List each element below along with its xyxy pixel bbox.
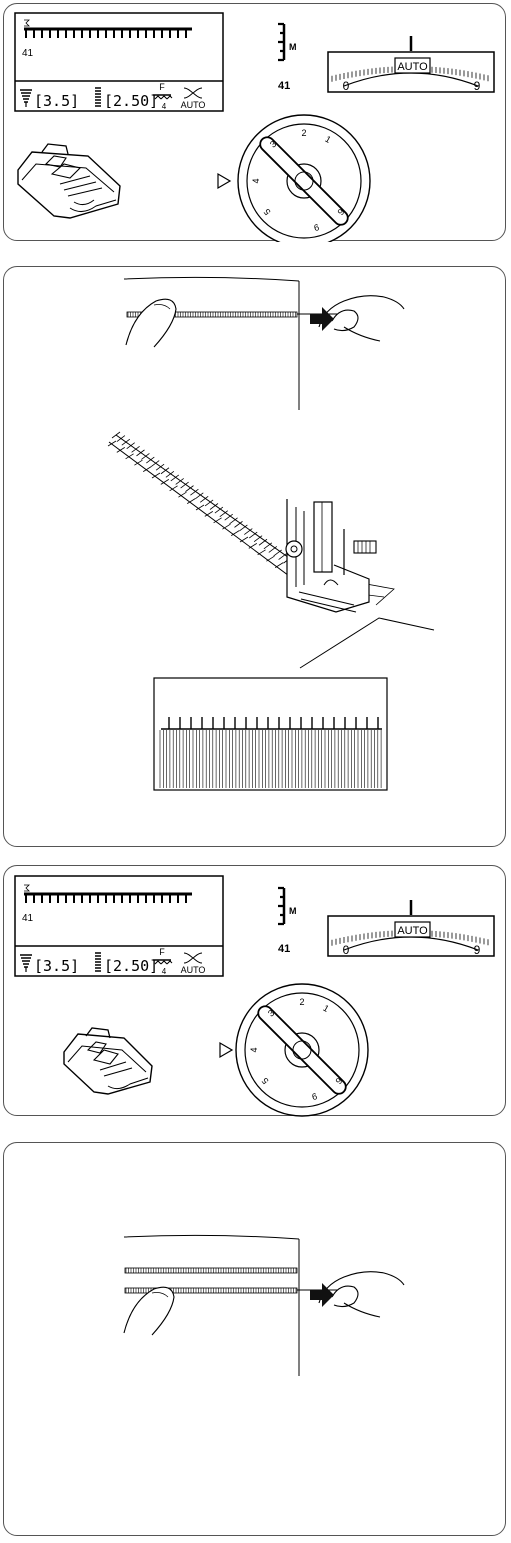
stitch-length-icon	[95, 87, 101, 107]
dial-number: 9	[311, 1091, 318, 1102]
left-hand-icon	[125, 298, 177, 348]
stitch-width-value: [3.5]	[34, 957, 79, 975]
presser-foot-icon	[63, 1027, 153, 1095]
lever-label: M	[289, 42, 297, 52]
dial-number: 9	[313, 222, 320, 233]
dial-number: 3	[268, 139, 278, 150]
tension-max: 9	[474, 943, 481, 957]
lever-number: 41	[278, 943, 290, 955]
thread-cutter-icon	[183, 952, 203, 964]
tension-label: AUTO	[397, 61, 428, 73]
lcd-display: 41 [3.5] [2.50] F 4 AUTO	[14, 875, 224, 977]
pattern-number: 41	[22, 48, 34, 59]
auto-label: AUTO	[181, 965, 206, 975]
lcd-display: 41 [3.5] [2.50] F 4 AUTO	[14, 12, 224, 112]
dial-number: 6	[335, 207, 346, 217]
double-stitch-diagram	[123, 1234, 405, 1376]
left-hand-icon	[123, 1286, 175, 1336]
settings-panel-middle: 41 [3.5] [2.50] F 4 AUTO M	[3, 865, 506, 1117]
dial-number: 1	[321, 1003, 330, 1014]
right-hand-icon	[318, 295, 405, 342]
thread-cutter-icon	[183, 87, 203, 99]
stitch-pattern-icon	[24, 19, 192, 38]
feed-value: 4	[162, 967, 167, 976]
thread-tension-dial: AUTO 0 9	[327, 36, 495, 93]
stitch-width-value: [3.5]	[34, 92, 79, 110]
pull-direction-arrow	[310, 307, 334, 331]
dial-number: 2	[301, 128, 306, 138]
dial-number: 6	[333, 1076, 344, 1086]
stitch-length-icon	[95, 952, 101, 972]
overcast-stitch-preview	[153, 677, 388, 791]
feed-label: F	[159, 947, 165, 957]
overcast-stitch-diagram	[107, 276, 435, 791]
pattern-number: 41	[22, 913, 34, 924]
fabric-illustration	[123, 276, 340, 410]
dial-number: 5	[262, 207, 273, 217]
lever-number: 41	[278, 80, 290, 92]
stitch-width-icon	[20, 89, 32, 107]
pressure-lever-indicator: M 41	[278, 886, 297, 955]
pull-direction-arrow	[310, 1283, 334, 1307]
stitch-pattern-icon	[24, 884, 192, 903]
dial-number: 3	[266, 1008, 276, 1019]
stitch-dial: 1 2 3 4 5 6 9	[219, 983, 369, 1117]
feed-dog-icon	[153, 94, 173, 100]
stitch-dial: 1 2 3 4 5 6 9	[217, 114, 371, 242]
tension-max: 9	[474, 79, 481, 93]
thread-tension-dial: AUTO 0 9	[327, 900, 495, 957]
dial-number: 4	[249, 1047, 259, 1052]
overcasting-panel	[3, 266, 506, 847]
tension-min: 0	[343, 943, 350, 957]
auto-label: AUTO	[181, 100, 206, 110]
dial-number: 5	[260, 1076, 271, 1086]
presser-foot-icon	[17, 143, 121, 219]
feed-value: 4	[162, 102, 167, 111]
sewing-machine-foot-illustration	[107, 431, 435, 669]
dial-number: 1	[323, 134, 332, 145]
stitch-width-icon	[20, 954, 32, 972]
stitch-length-value: [2.50]	[104, 957, 158, 975]
lever-label: M	[289, 906, 297, 916]
pressure-lever-indicator: M 41	[278, 22, 297, 92]
stitch-length-value: [2.50]	[104, 92, 158, 110]
dial-number: 4	[251, 178, 261, 183]
feed-label: F	[159, 82, 165, 92]
tension-min: 0	[343, 79, 350, 93]
dial-number: 2	[299, 997, 304, 1007]
settings-diagram-2: 41 [3.5] [2.50] F 4 AUTO M	[14, 875, 495, 1117]
feed-dog-icon	[153, 959, 173, 965]
settings-panel-top: 41 [3.5] [2.50] F 4 AUTO	[3, 3, 506, 242]
settings-diagram: 41 [3.5] [2.50] F 4 AUTO	[14, 12, 495, 242]
fabric-illustration	[123, 1234, 340, 1376]
double-stitch-panel	[3, 1142, 506, 1536]
tension-label: AUTO	[397, 925, 428, 937]
right-hand-icon	[318, 1271, 405, 1318]
